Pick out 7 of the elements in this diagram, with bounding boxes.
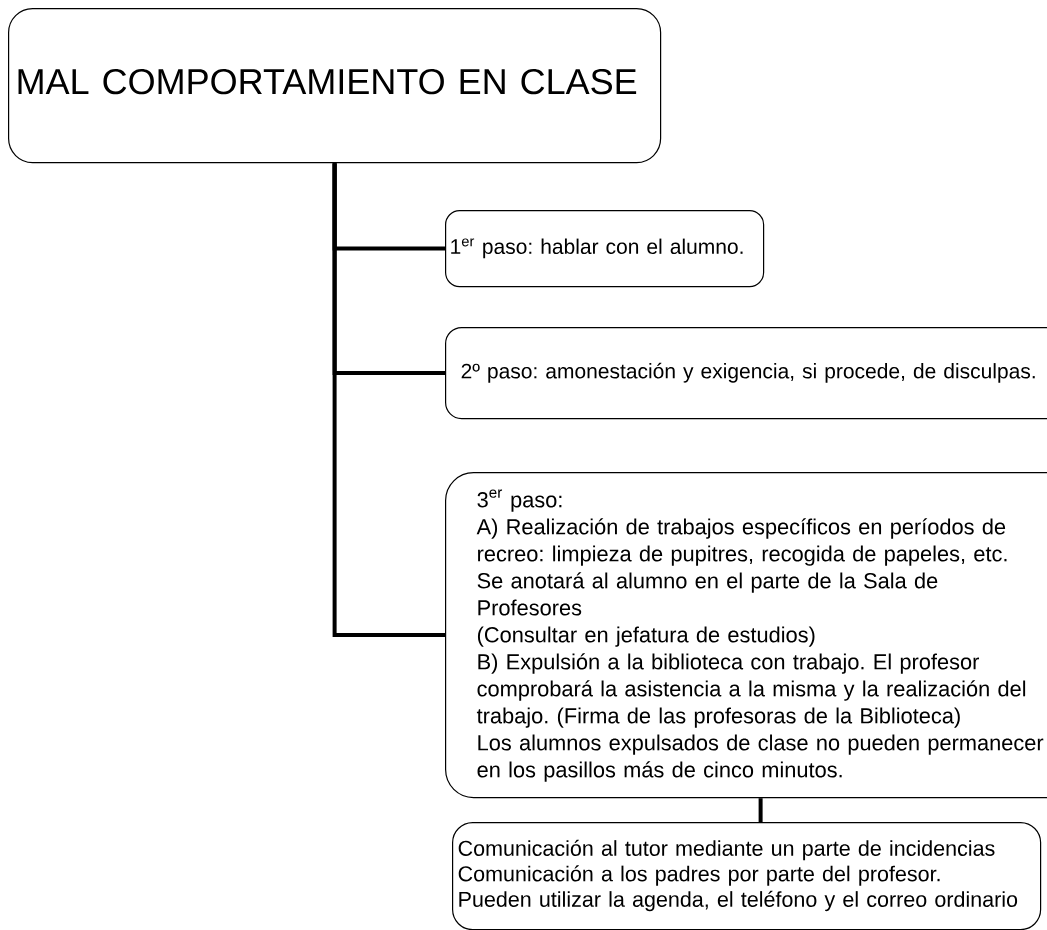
step-box: 2º paso: amonestación y exigencia, si procede, de disculpas. [445,327,1047,420]
step-box: $\text{3}^{\text{er}}\text{ paso:}$ A) Realización de trabajos específicos en períodos de recreo: limpieza de pupitres, recogida de papeles, etc. Se anotará al alumno en el parte de la Sala de Profesores (Consultar en jefatura de estudios) B) Expulsión a la biblioteca con trabajo. El profesor comprobará la asistencia a la misma y la realización del trabajo. (Firma de las profesoras de la Biblioteca) Los alumnos expulsados de clase no pueden permanecer en los pasillos más de cinco minutos. [445,472,1047,799]
title-box: MAL COMPORTAMIENTO EN CLASE [8,8,662,164]
step-box: 1$^{er}$ paso: hablar con el alumno. [445,210,765,288]
communication-box: Comunicación al tutor mediante un parte de incidencias Comunicación a los padres por parte del profesor. Pueden utilizar la agenda, el teléfono y el correo ordinario [452,822,1042,930]
connector-line [758,798,763,822]
connector-line [332,163,445,638]
